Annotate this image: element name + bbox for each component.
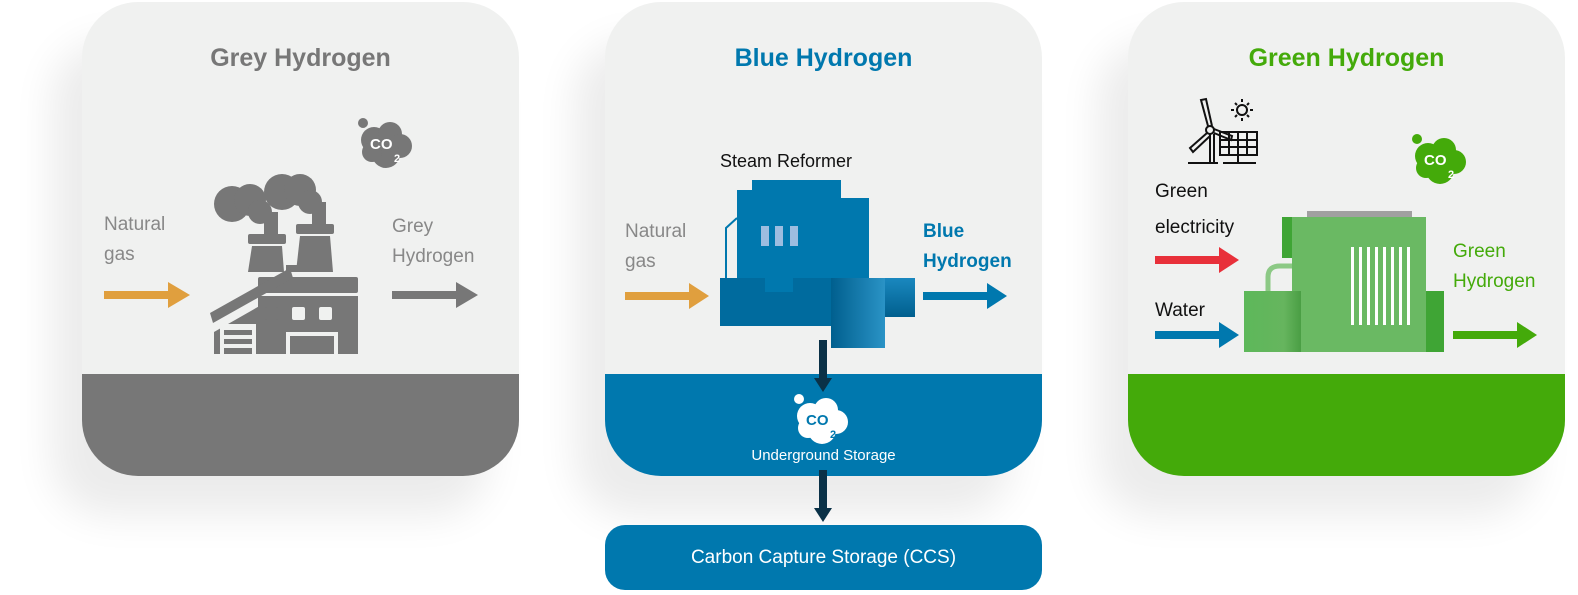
label-line: Natural xyxy=(104,214,166,235)
label-line: Natural xyxy=(625,221,687,242)
grey-title: Grey Hydrogen xyxy=(210,44,391,72)
co2-subscript: 2 xyxy=(394,153,400,165)
steam-reformer-icon xyxy=(720,180,915,348)
co2-text: CO xyxy=(806,412,829,429)
water-label: Water xyxy=(1155,300,1205,321)
arrow-right-icon xyxy=(1155,247,1239,273)
green-electricity-label: Green electricity xyxy=(1155,174,1234,246)
co2-cloud-icon: CO 2 xyxy=(794,394,848,444)
underground-storage-label: Underground Storage xyxy=(751,447,896,464)
arrow-right-icon xyxy=(1453,322,1537,348)
arrow-right-icon xyxy=(392,282,478,308)
label-line: gas xyxy=(625,251,656,272)
label-line: Hydrogen xyxy=(1453,271,1536,292)
label-line: Hydrogen xyxy=(923,251,1012,272)
arrow-down-icon xyxy=(814,470,832,522)
arrow-right-icon xyxy=(1155,322,1239,348)
co2-cloud-icon: CO 2 xyxy=(358,118,412,168)
ccs-label: Carbon Capture Storage (CCS) xyxy=(690,546,957,568)
label-line: electricity xyxy=(1155,217,1235,238)
wind-solar-icon xyxy=(1188,97,1258,164)
label-line: Green xyxy=(1155,181,1208,202)
label-line: gas xyxy=(104,244,135,265)
factory-icon xyxy=(210,174,358,354)
label-line: Grey xyxy=(392,216,434,237)
label-line: Blue xyxy=(923,221,965,242)
green-title: Green Hydrogen xyxy=(1248,44,1445,72)
label-line: Green xyxy=(1453,241,1506,262)
blue-input-label: Natural gas xyxy=(625,217,686,277)
arrow-down-icon xyxy=(814,340,832,392)
arrow-right-icon xyxy=(625,283,709,309)
arrow-right-icon xyxy=(923,283,1007,309)
green-band xyxy=(1128,374,1565,476)
blue-title: Blue Hydrogen xyxy=(734,44,913,72)
electrolyzer-icon xyxy=(1244,211,1444,352)
co2-cloud-icon: CO 2 xyxy=(1412,134,1466,184)
ccs-box: Carbon Capture Storage (CCS) xyxy=(605,525,1042,590)
label-line: Hydrogen xyxy=(392,246,475,267)
grey-band xyxy=(82,374,519,476)
co2-text: CO xyxy=(1424,152,1447,169)
grey-input-label: Natural gas xyxy=(104,210,165,270)
co2-text: CO xyxy=(370,136,393,153)
green-hydrogen-card: Green Hydrogen Green electricity Water Gr… xyxy=(1128,2,1565,476)
co2-subscript: 2 xyxy=(830,429,836,441)
arrow-right-icon xyxy=(104,282,190,308)
steam-reformer-label: Steam Reformer xyxy=(720,151,853,171)
co2-subscript: 2 xyxy=(1448,169,1454,181)
